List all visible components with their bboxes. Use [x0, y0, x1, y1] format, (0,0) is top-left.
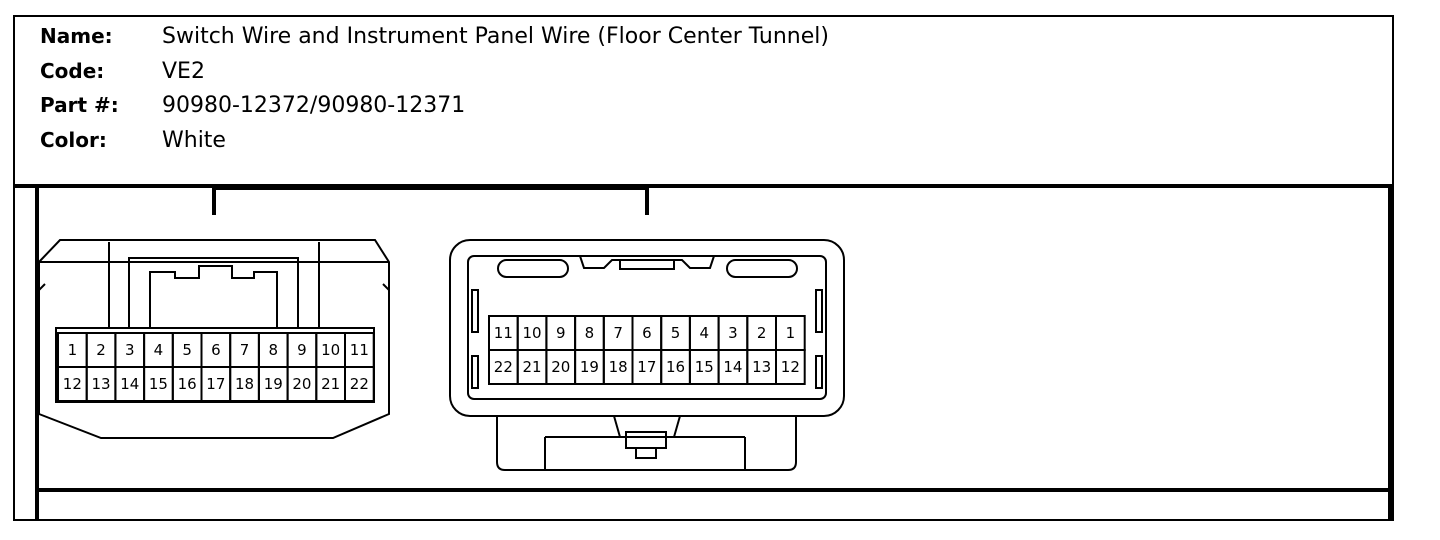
right-connector-pin-label: 1: [786, 324, 796, 342]
code-value: VE2: [162, 59, 205, 84]
left-connector-pin-label: 7: [240, 341, 250, 359]
left-connector-pin-label: 11: [350, 341, 369, 359]
color-value: White: [162, 128, 226, 153]
left-connector-pin-label: 19: [264, 375, 283, 393]
right-connector-pin-label: 16: [666, 358, 685, 376]
left-connector-pin-label: 6: [211, 341, 221, 359]
left-connector-pin-label: 18: [235, 375, 254, 393]
right-connector-pin-label: 21: [523, 358, 542, 376]
right-connector-pin-label: 13: [752, 358, 771, 376]
left-connector-pin-label: 4: [154, 341, 164, 359]
part-label: Part #:: [40, 93, 119, 117]
name-label: Name:: [40, 24, 113, 48]
right-connector-pin-label: 2: [757, 324, 767, 342]
part-value: 90980-12372/90980-12371: [162, 93, 466, 118]
right-connector-pin-label: 6: [642, 324, 652, 342]
left-connector-pin-label: 8: [268, 341, 278, 359]
right-connector-pin-label: 18: [609, 358, 628, 376]
right-connector-pin-label: 4: [699, 324, 709, 342]
left-connector-pin-label: 15: [149, 375, 168, 393]
right-connector-pin-label: 5: [671, 324, 681, 342]
left-connector-pin-label: 17: [206, 375, 225, 393]
right-connector-pin-label: 7: [613, 324, 623, 342]
right-connector-pin-label: 11: [494, 324, 513, 342]
color-label: Color:: [40, 128, 107, 152]
right-connector-pin-cell: [775, 349, 806, 385]
right-connector-pin-label: 12: [781, 358, 800, 376]
left-connector-pin-cell: [344, 366, 375, 402]
left-connector-pin-label: 2: [96, 341, 106, 359]
right-connector-pin-label: 10: [523, 324, 542, 342]
right-connector-pin-label: 3: [728, 324, 738, 342]
right-connector-pin-label: 19: [580, 358, 599, 376]
code-label: Code:: [40, 59, 105, 83]
left-connector-pin-label: 21: [321, 375, 340, 393]
left-connector-pin-label: 10: [321, 341, 340, 359]
left-connector-pin-label: 22: [350, 375, 369, 393]
left-connector-pin-label: 13: [92, 375, 111, 393]
name-value: Switch Wire and Instrument Panel Wire (F…: [162, 24, 829, 49]
left-connector-pin-label: 20: [292, 375, 311, 393]
left-connector-pin-label: 12: [63, 375, 82, 393]
right-connector-pin-label: 14: [723, 358, 742, 376]
left-connector-pin-label: 1: [68, 341, 78, 359]
right-connector-pin-label: 22: [494, 358, 513, 376]
diagram-box: [13, 184, 1394, 521]
left-connector-body: [38, 239, 390, 439]
right-connector-pin-label: 17: [637, 358, 656, 376]
left-connector-pin-label: 5: [182, 341, 192, 359]
right-connector-pin-label: 8: [585, 324, 595, 342]
left-connector-pin-label: 3: [125, 341, 135, 359]
connector-info-frame: [13, 15, 1394, 521]
right-connector-body: [449, 239, 845, 471]
left-connector-pin-label: 16: [178, 375, 197, 393]
right-connector-pin-label: 9: [556, 324, 566, 342]
left-connector-pin-label: 9: [297, 341, 307, 359]
right-connector-pin-label: 15: [695, 358, 714, 376]
right-connector-pin-label: 20: [551, 358, 570, 376]
left-connector-pin-label: 14: [120, 375, 139, 393]
